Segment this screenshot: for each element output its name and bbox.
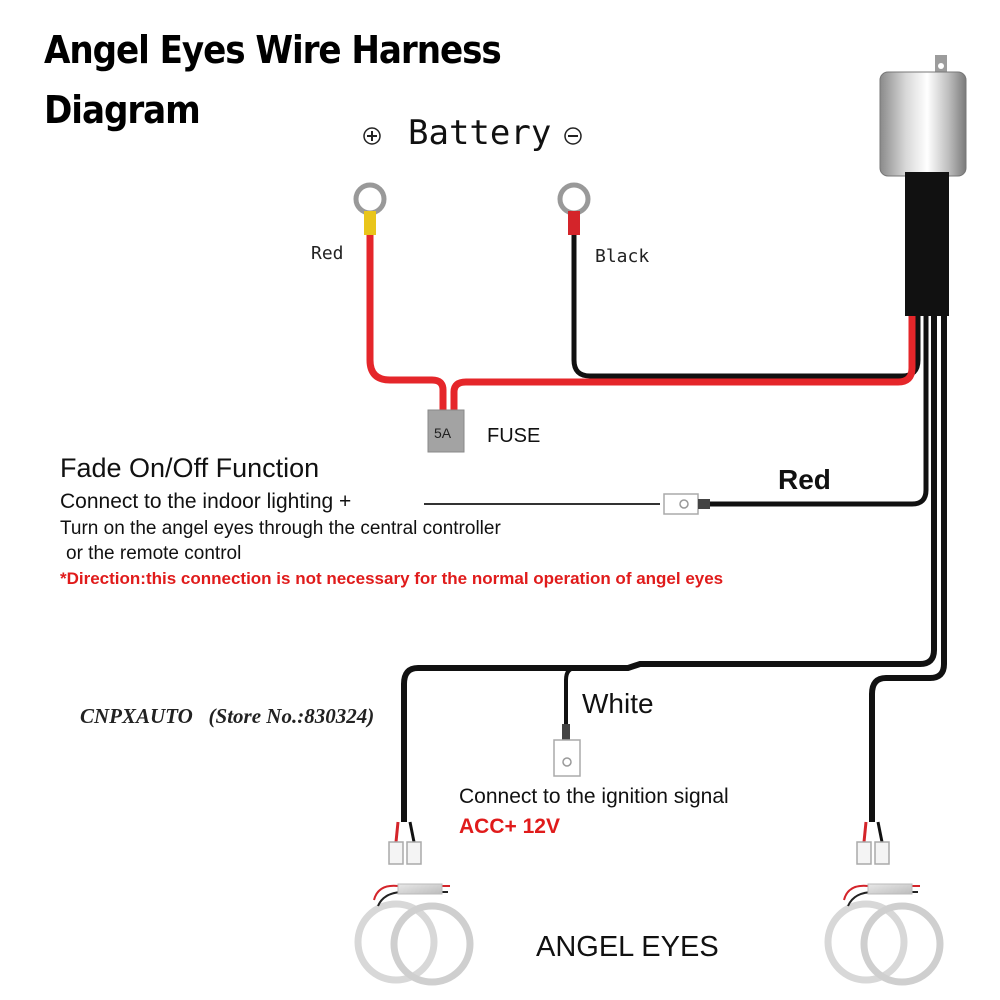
main-cable [401, 316, 947, 822]
battery-plus-icon [363, 127, 381, 145]
ignition-line2: ACC+ 12V [459, 815, 560, 838]
right-angel-eye-lead [856, 821, 890, 865]
battery-negative-terminal [557, 182, 921, 379]
fade-line3: or the remote control [66, 543, 242, 564]
angel-eyes-label: ANGEL EYES [536, 931, 719, 963]
fuse-label: FUSE [487, 425, 541, 447]
diagram-title-line2: Diagram [44, 88, 201, 132]
relay-module [879, 55, 967, 316]
battery-minus-icon [564, 127, 582, 145]
diagram-title-line1: Angel Eyes Wire Harness [44, 28, 502, 72]
red-wire-label-large: Red [778, 464, 831, 495]
relay-tab-hole [938, 63, 944, 69]
left-angel-eye-rings [354, 883, 474, 986]
relay-can [879, 71, 967, 177]
fade-heading: Fade On/Off Function [60, 453, 320, 483]
fade-line2: Turn on the angel eyes through the centr… [60, 518, 501, 539]
battery-label: Battery [408, 113, 552, 153]
ignition-connector [553, 724, 581, 777]
battery-positive-terminal [353, 182, 447, 412]
ignition-line1: Connect to the ignition signal [459, 785, 729, 808]
right-angel-eye-rings [824, 883, 944, 986]
left-angel-eye-lead [388, 821, 422, 865]
fade-warning-note: *Direction:this connection is not necess… [60, 569, 724, 588]
fuse-rating: 5A [434, 425, 452, 441]
red-wire-label: Red [311, 243, 344, 264]
black-wire-label: Black [595, 246, 650, 267]
fuse-body [427, 409, 465, 453]
red-power-wire [450, 316, 916, 412]
relay-boot [905, 172, 949, 316]
store-watermark: CNPXAUTO (Store No.:830324) [80, 704, 375, 728]
fade-line1: Connect to the indoor lighting + [60, 490, 352, 513]
fade-function-wire [424, 316, 929, 515]
white-wire-label: White [582, 688, 654, 719]
